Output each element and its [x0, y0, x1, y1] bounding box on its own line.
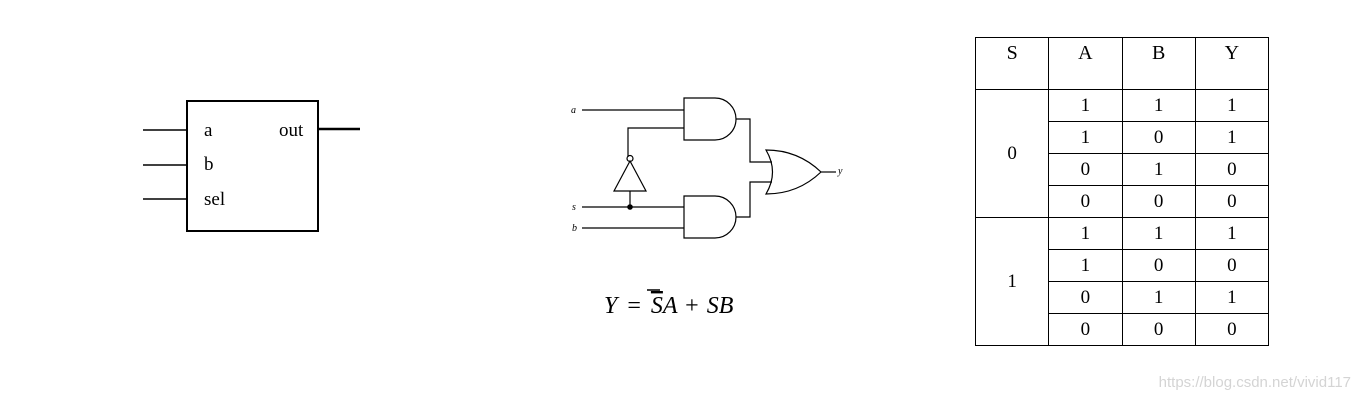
equation-term1-not: S	[651, 293, 663, 319]
block-input-label-a: a	[204, 120, 213, 141]
table-row: 1 1 1 1	[974, 217, 1270, 346]
cell-a: 1	[1048, 217, 1123, 250]
equation-plus: +	[685, 293, 699, 319]
cell-y: 1	[1194, 281, 1270, 314]
s-value-group-1: 1	[974, 217, 1050, 346]
block-input-label-b: b	[204, 154, 214, 175]
cell-b: 0	[1121, 313, 1196, 346]
boolean-equation: Y = SA + SB	[604, 293, 734, 319]
cell-y: 0	[1194, 153, 1270, 186]
junction-dot	[627, 204, 633, 210]
and-gate-1	[683, 97, 737, 141]
equation-equals: =	[627, 293, 641, 319]
table-row: 0 1 0	[976, 153, 1270, 186]
table-row: 0 1 1	[976, 281, 1270, 314]
circuit-label-a: a	[571, 105, 576, 116]
circuit-label-y: y	[837, 166, 843, 177]
header-y: Y	[1194, 37, 1270, 90]
header-b: B	[1121, 37, 1196, 90]
cell-a: 0	[1048, 281, 1123, 314]
table-row: 0 1 1 1	[974, 89, 1270, 218]
table-row: 0 0 0	[976, 313, 1270, 346]
cell-b: 1	[1121, 217, 1196, 250]
cell-a: 1	[1048, 249, 1123, 282]
mux-block: a b sel out	[143, 100, 360, 232]
cell-b: 1	[1121, 153, 1196, 186]
cell-b: 0	[1121, 185, 1196, 218]
equation-lhs: Y	[604, 293, 620, 319]
wire-and1-to-or	[736, 118, 772, 163]
watermark-url: https://blog.csdn.net/vivid117	[1158, 374, 1351, 391]
cell-b: 0	[1121, 121, 1196, 154]
header-s: S	[974, 37, 1050, 90]
cell-a: 0	[1048, 185, 1123, 218]
block-input-label-sel: sel	[204, 189, 225, 210]
gate-circuit: a s b y	[571, 97, 843, 239]
wire-not-to-and1	[627, 127, 684, 157]
cell-y: 1	[1194, 217, 1270, 250]
circuit-label-b: b	[572, 223, 577, 234]
not-gate	[613, 159, 647, 192]
cell-y: 0	[1194, 185, 1270, 218]
circuit-label-s: s	[572, 202, 576, 213]
header-a: A	[1048, 37, 1123, 90]
cell-a: 1	[1048, 89, 1123, 122]
equation-term2: SB	[707, 293, 734, 319]
wire-and2-to-or	[736, 181, 772, 218]
cell-y: 0	[1194, 249, 1270, 282]
cell-a: 1	[1048, 121, 1123, 154]
cell-y: 1	[1194, 121, 1270, 154]
mux-block-box	[186, 100, 319, 232]
truth-table-header-row: S A B Y	[974, 37, 1270, 90]
s-value-group-0: 0	[974, 89, 1050, 218]
cell-b: 0	[1121, 249, 1196, 282]
cell-b: 1	[1121, 89, 1196, 122]
cell-b: 1	[1121, 281, 1196, 314]
cell-a: 0	[1048, 313, 1123, 346]
not-gate-bubble	[626, 154, 634, 163]
block-output-label: out	[279, 120, 304, 141]
truth-table: S A B Y 0 1 1 1 1 0 1 0 1 0 0 0 0 1 1 1 …	[974, 37, 1270, 346]
cell-a: 0	[1048, 153, 1123, 186]
cell-y: 1	[1194, 89, 1270, 122]
and-gate-2	[683, 195, 737, 239]
cell-y: 0	[1194, 313, 1270, 346]
table-row: 1 0 0	[976, 249, 1270, 282]
or-gate	[764, 149, 822, 195]
equation-term1-var: A	[661, 293, 678, 319]
